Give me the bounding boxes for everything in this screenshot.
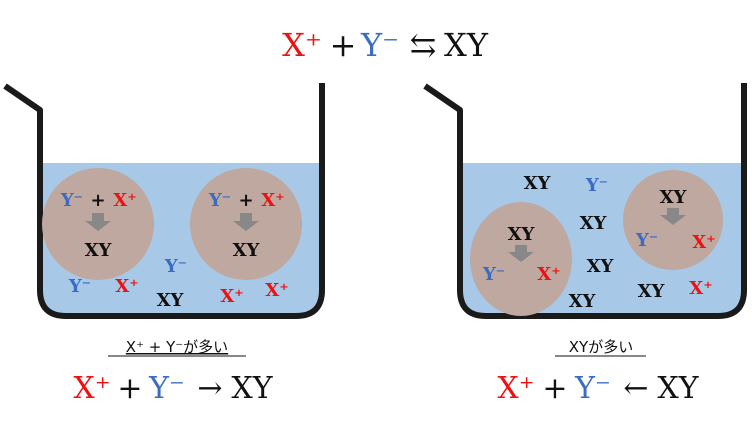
top-equilibrium-arrow: ⇆: [410, 26, 437, 64]
right-free-x-ion: X⁺: [689, 278, 712, 299]
left-free-y-ion-1: Y⁻: [68, 276, 91, 297]
top-y-ion: Y⁻: [360, 26, 399, 64]
left-c1-x-ion: X⁺: [113, 190, 136, 211]
left-c1-product: XY: [85, 240, 113, 261]
right-equation: X⁺ + Y⁻ ← XY: [497, 371, 699, 406]
left-c2-x-ion: X⁺: [261, 190, 284, 211]
top-equation: X⁺ + Y⁻ ⇆ XY: [282, 26, 489, 64]
right-free-y-ion: Y⁻: [585, 175, 608, 196]
right-c1-down-arrow: [508, 245, 534, 262]
left-free-x-ion-3: X⁺: [265, 280, 288, 301]
left-beaker-outline: [3, 83, 325, 319]
left-c2-y-ion: Y⁻: [208, 190, 231, 211]
right-eq-product: XY: [657, 371, 699, 406]
right-eq-reverse-arrow: ←: [623, 371, 648, 406]
right-beaker: XY Y⁻ X⁺ XY Y⁻ X⁺ XY Y⁻ XY XY XY XY X⁺: [423, 83, 747, 319]
left-equation: X⁺ + Y⁻ → XY: [73, 371, 273, 406]
right-free-product-5: XY: [638, 281, 666, 302]
left-eq-y-ion: Y⁻: [148, 371, 185, 406]
left-free-x-ion-1: X⁺: [115, 276, 138, 297]
right-caption: XYが多い: [569, 338, 633, 356]
left-c2-down-arrow: [233, 213, 259, 231]
left-eq-product: XY: [231, 371, 273, 406]
left-eq-plus: +: [117, 371, 142, 406]
right-free-product-1: XY: [524, 173, 552, 194]
left-free-x-ion-2: X⁺: [220, 286, 243, 307]
left-beaker: Y⁻ + X⁺ XY Y⁻ + X⁺ XY Y⁻ X⁺ Y⁻ XY X⁺ X⁺: [3, 83, 325, 319]
left-free-particles: Y⁻ X⁺ Y⁻ XY X⁺ X⁺: [68, 256, 289, 311]
left-c2-plus: +: [238, 190, 253, 211]
left-c1-y-ion: Y⁻: [60, 190, 83, 211]
right-free-product-3: XY: [587, 256, 615, 277]
right-c2-y-ion: Y⁻: [635, 230, 658, 251]
right-beaker-outline: [423, 83, 747, 319]
right-c2-product: XY: [660, 187, 688, 208]
top-product: XY: [444, 26, 489, 64]
right-c1-x-ion: X⁺: [537, 264, 560, 285]
right-reaction-circle-1: XY Y⁻ X⁺: [470, 202, 572, 316]
right-c2-down-arrow: [660, 208, 686, 225]
right-c1-product: XY: [508, 224, 536, 245]
right-eq-x-ion: X⁺: [497, 371, 534, 406]
left-free-y-ion-2: Y⁻: [164, 256, 187, 277]
left-c1-plus: +: [90, 190, 105, 211]
right-free-product-4: XY: [569, 291, 597, 312]
right-free-particles: XY Y⁻ XY XY XY XY X⁺: [524, 173, 713, 312]
left-free-product: XY: [157, 290, 185, 311]
left-reaction-circle-1: Y⁻ + X⁺ XY: [42, 168, 154, 280]
left-caption: X⁺ + Y⁻が多い: [126, 338, 228, 356]
left-eq-forward-arrow: →: [197, 371, 222, 406]
left-c1-down-arrow: [85, 213, 111, 231]
left-reaction-circle-2: Y⁻ + X⁺ XY: [190, 168, 302, 280]
right-free-product-2: XY: [580, 213, 608, 234]
right-c1-y-ion: Y⁻: [482, 264, 505, 285]
right-eq-plus: +: [542, 371, 567, 406]
right-eq-y-ion: Y⁻: [574, 371, 611, 406]
right-reaction-circle-2: XY Y⁻ X⁺: [623, 170, 723, 270]
top-x-ion: X⁺: [282, 26, 322, 64]
left-eq-x-ion: X⁺: [73, 371, 110, 406]
left-c2-product: XY: [233, 240, 261, 261]
right-c2-x-ion: X⁺: [692, 232, 715, 253]
top-plus: +: [330, 26, 357, 64]
